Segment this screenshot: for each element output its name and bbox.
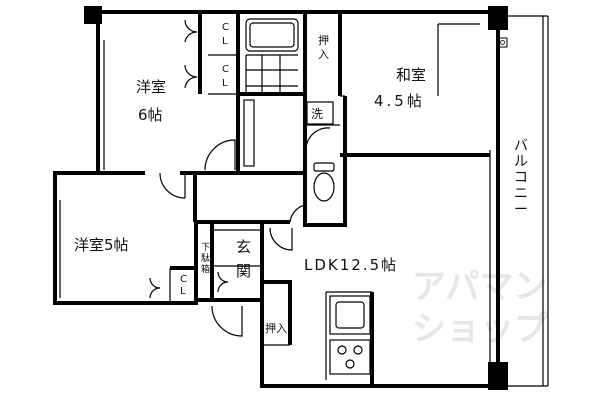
text-char: ニ <box>514 186 528 202</box>
text-char: 駄 <box>201 252 210 264</box>
text-char: バ <box>514 138 528 154</box>
text-char: 関 <box>236 262 251 280</box>
ldk-label: LDK12.5帖 <box>304 256 398 274</box>
japanese-room-size: 4.5帖 <box>374 92 425 110</box>
storage-label-1: 押入 <box>318 33 329 61</box>
japanese-room-name: 和室 <box>396 66 426 84</box>
text-char: ル <box>514 154 528 170</box>
western-room-1-name: 洋室 <box>136 78 166 96</box>
toilet-icon <box>313 162 335 202</box>
washer-label: 洗 <box>311 107 323 121</box>
storage-label-2: 押入 <box>265 321 287 335</box>
text-char: L <box>222 78 228 89</box>
balcony-label: バルコニー <box>514 138 528 218</box>
text-char: コ <box>514 170 528 186</box>
text-char: L <box>180 286 186 297</box>
washer-icon <box>306 101 334 125</box>
text-char: 下 <box>201 243 210 253</box>
text-char: 箱 <box>201 263 210 275</box>
watermark-logo: アパマン ショップ <box>412 267 548 349</box>
watermark-line2: ショップ <box>412 309 548 349</box>
interior-walls <box>55 12 490 386</box>
shoe-box-label: 下駄箱 <box>201 243 210 275</box>
western-room-2-label: 洋室5帖 <box>74 236 129 254</box>
text-char: 入 <box>318 48 329 61</box>
watermark-line1: アパマン <box>412 267 547 307</box>
text-char: ー <box>514 202 528 218</box>
text-char: C <box>222 64 229 75</box>
western-room-1-size: 6帖 <box>138 106 163 124</box>
text-char: 押 <box>318 33 329 47</box>
text-char: 玄 <box>236 238 251 256</box>
text-char: C <box>222 22 229 33</box>
structural-columns <box>84 6 508 390</box>
text-char: L <box>222 36 228 47</box>
text-char: C <box>180 274 187 285</box>
door-swings <box>149 19 331 337</box>
entrance-label: 玄関 <box>236 238 251 280</box>
